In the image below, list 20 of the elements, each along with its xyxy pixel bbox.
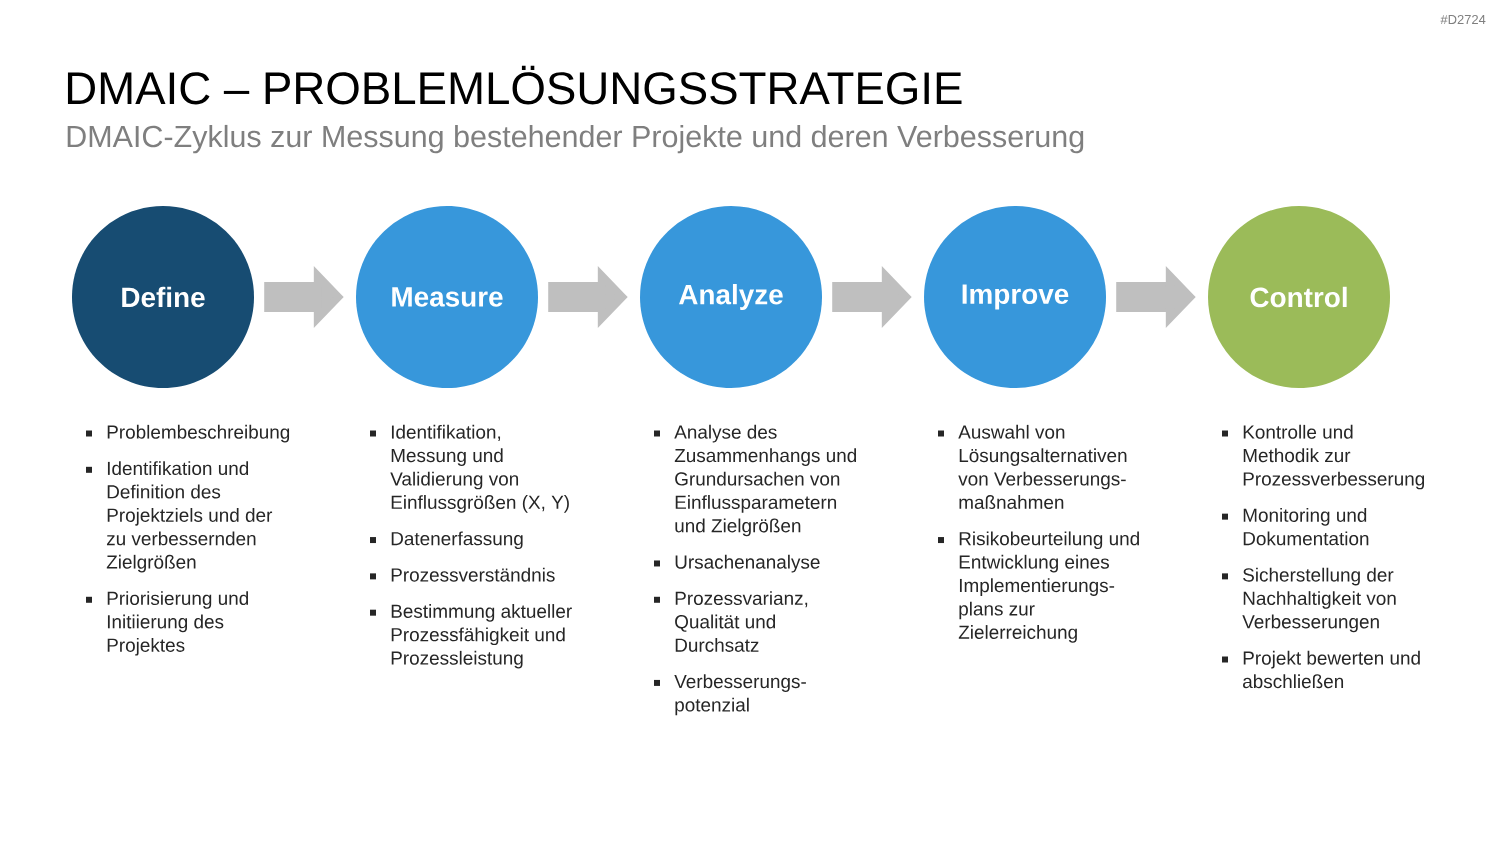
bullet-text: Bestimmung aktueller Prozessfähigkeit und Prozessleistung	[391, 604, 572, 669]
bullet-text: Identifikation, Messung und Validierung von Einflussgrößen (X, Y)	[390, 424, 569, 513]
bullet-text: Prozessverständnis	[391, 567, 555, 582]
bullet-text: Monitoring und Dokumentation	[1243, 508, 1369, 546]
bullet-text: Ursachenanalyse	[675, 554, 820, 573]
title: DMAIC – PROBLEMLÖSUNGSSTRATEGIE	[67, 65, 962, 105]
bullet-text: Problembeschreibung	[107, 424, 290, 443]
bullet-text: Sicherstellung der Nachhaltigkeit von Verbesserungen	[1242, 567, 1396, 633]
bullet-text: Analyse des Zusammenhangs und Grundursachen von Einflussparametern und Zielgrößen	[674, 424, 857, 537]
bullet-text: Prozessvarianz, Qualität und Durchsatz	[675, 591, 808, 652]
document-code: #D2724	[1440, 14, 1486, 24]
bullet-text: Auswahl von Lösungsalternativen von Verbesserungs- maßnahmen	[958, 424, 1127, 509]
bullet-text: Risikobeurteilung und Entwicklung eines Implementierungs- plans zur Zielerreichung	[958, 531, 1139, 643]
bullet-text: Priorisierung und Initiierung des Projektes	[107, 591, 248, 656]
subtitle: DMAIC-Zyklus zur Messung bestehender Projekte und deren Verbesserung	[67, 124, 1084, 154]
bullet-text: Datenerfassung	[391, 531, 523, 550]
bullet-text: Identifikation und Definition des Projektziels und der zu verbessernden Zielgrößen	[106, 461, 273, 573]
bullet-text: Kontrolle und Methodik zur Prozessverbesserung	[1243, 424, 1425, 490]
bullet-text: Verbesserungs- potenzial	[674, 674, 806, 716]
bullet-text: Projekt bewerten und abschließen	[1243, 650, 1420, 689]
